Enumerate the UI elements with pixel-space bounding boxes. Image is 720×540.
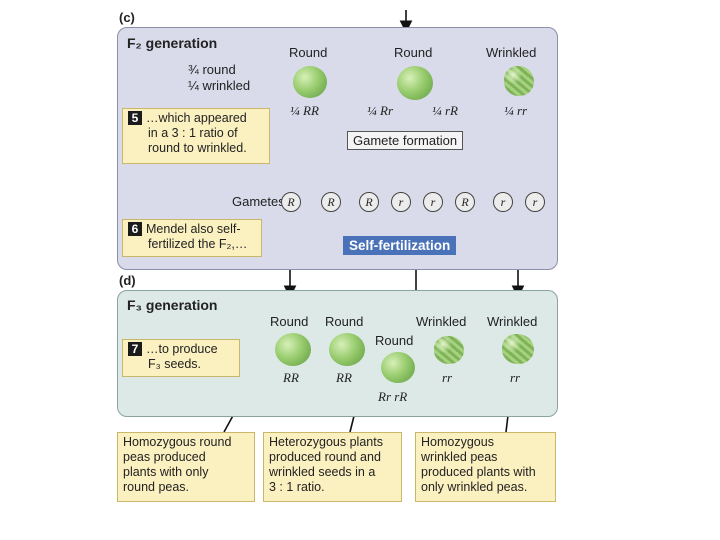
gamete-allele: r [391, 192, 411, 212]
pea-wrinkled-icon [434, 336, 464, 364]
note-line: round peas. [123, 480, 190, 494]
pea-round-icon [293, 66, 327, 98]
gamete-allele: r [525, 192, 545, 212]
f3-phenotype-wrinkled-1: Wrinkled [416, 314, 467, 329]
step-number-badge: 5 [128, 111, 142, 125]
note-5-line-2: in a 3 : 1 ratio of [148, 126, 238, 140]
note-6-line-2: fertilized the F₂,… [148, 237, 248, 251]
pea-round-icon [275, 333, 311, 366]
note-line: 3 : 1 ratio. [269, 480, 325, 494]
f3-phenotype-round-2: Round [325, 314, 364, 329]
f3-phenotype-round-3: Round [375, 333, 414, 348]
note-7-line-2: F₃ seeds. [148, 357, 202, 371]
genotype-rr-homo-dominant: ¼ RR [290, 103, 319, 118]
f3-phenotype-round-1: Round [270, 314, 309, 329]
gamete-allele: R [455, 192, 475, 212]
pea-round-icon [397, 66, 433, 100]
pea-round-icon [381, 352, 415, 383]
note-line: plants with only [123, 465, 209, 479]
note-homozygous-round: Homozygous round peas produced plants wi… [117, 432, 255, 502]
note-line: wrinkled seeds in a [269, 465, 376, 479]
genotype-rr-het-1: ¼ Rr [367, 103, 393, 118]
section-d-label: (d) [119, 273, 136, 288]
self-fertilization-label: Self-fertilization [343, 236, 457, 255]
note-line: produced round and [269, 450, 381, 464]
ratio-wrinkled: ¼ wrinkled [188, 78, 251, 93]
pea-wrinkled-icon [504, 66, 534, 96]
gamete-formation-label: Gamete formation [347, 131, 464, 150]
f3-genotype-het: Rr rR [378, 389, 408, 404]
f3-genotype-rr-recessive-1: rr [442, 370, 453, 385]
f2-generation-title: F₂ generation [127, 35, 218, 51]
note-line: wrinkled peas [421, 450, 498, 464]
gamete-allele: r [423, 192, 443, 212]
note-homozygous-wrinkled: Homozygous wrinkled peas produced plants… [415, 432, 556, 502]
gamete-allele: R [321, 192, 341, 212]
note-5-line-1: …which appeared [146, 111, 247, 125]
pea-wrinkled-icon [502, 334, 534, 364]
note-line: produced plants with [421, 465, 536, 479]
gametes-label: Gametes [232, 194, 285, 209]
f3-genotype-rr-recessive-2: rr [510, 370, 521, 385]
step-number-badge: 7 [128, 342, 142, 356]
note-step-7: 7 …to produce F₃ seeds. [122, 339, 240, 377]
step-number-badge: 6 [128, 222, 142, 236]
f2-phenotype-round-1: Round [289, 45, 328, 60]
ratio-round: ¾ round [188, 62, 236, 77]
note-line: peas produced [123, 450, 206, 464]
note-line: Heterozygous plants [269, 435, 383, 449]
f3-phenotype-wrinkled-2: Wrinkled [487, 314, 538, 329]
note-step-6: 6 Mendel also self- fertilized the F₂,… [122, 219, 262, 257]
pea-round-icon [329, 333, 365, 366]
note-7-line-1: …to produce [146, 342, 218, 356]
note-6-line-1: Mendel also self- [146, 222, 241, 236]
gamete-allele: R [359, 192, 379, 212]
f3-genotype-rr-2: RR [336, 370, 352, 385]
note-5-line-3: round to wrinkled. [148, 141, 247, 155]
gamete-allele: R [281, 192, 301, 212]
genotype-rr-homo-recessive: ¼ rr [504, 103, 528, 118]
f2-phenotype-wrinkled: Wrinkled [486, 45, 537, 60]
f3-generation-title: F₃ generation [127, 297, 218, 313]
section-c-label: (c) [119, 10, 135, 25]
note-step-5: 5 …which appeared in a 3 : 1 ratio of rou… [122, 108, 270, 164]
note-heterozygous: Heterozygous plants produced round and w… [263, 432, 402, 502]
f3-genotype-rr-1: RR [283, 370, 299, 385]
f2-phenotype-round-2: Round [394, 45, 433, 60]
note-line: Homozygous [421, 435, 494, 449]
note-line: Homozygous round [123, 435, 232, 449]
note-line: only wrinkled peas. [421, 480, 528, 494]
genotype-rr-het-2: ¼ rR [432, 103, 458, 118]
gamete-allele: r [493, 192, 513, 212]
